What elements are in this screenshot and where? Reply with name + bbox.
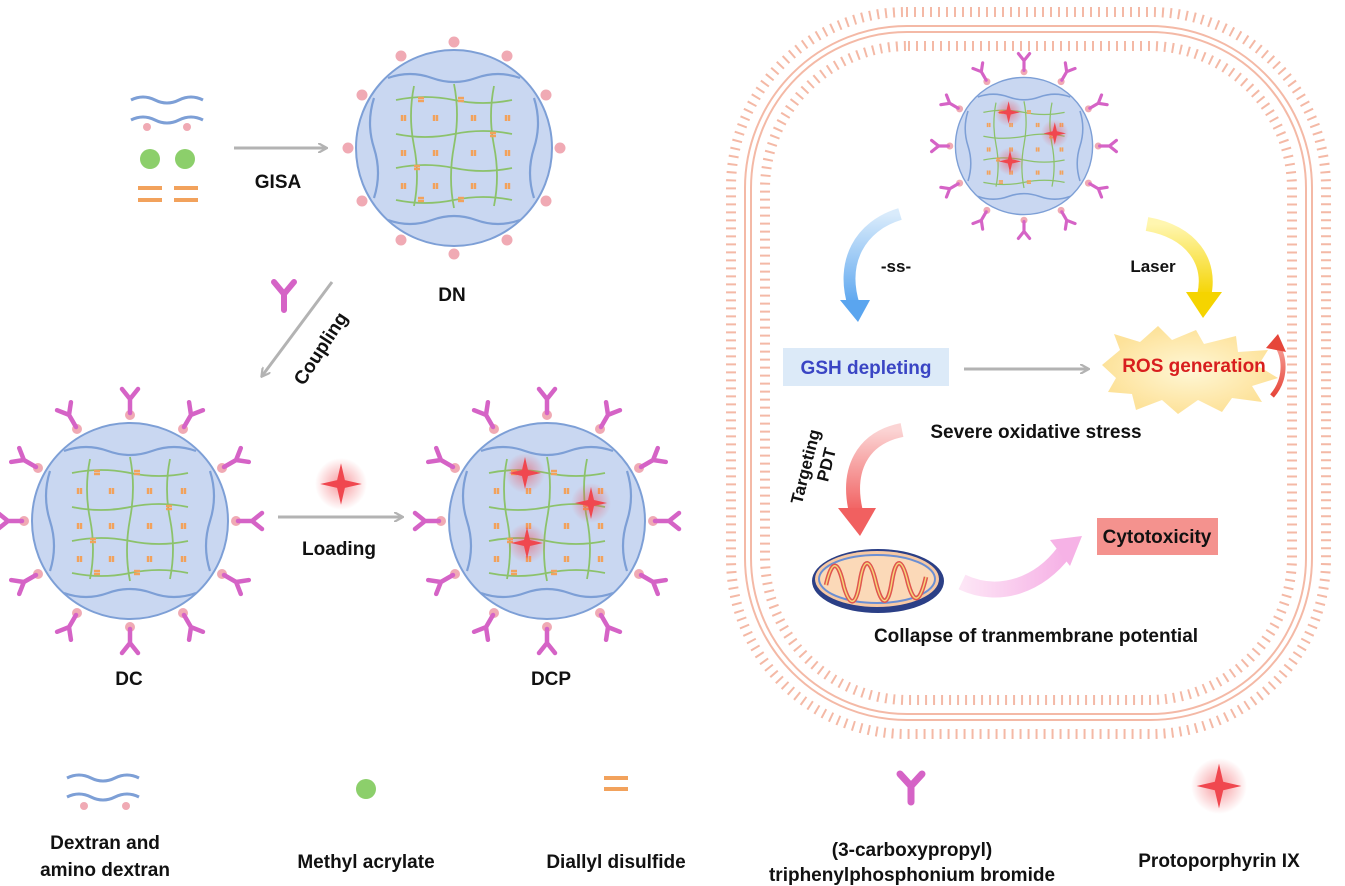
raw-materials [130, 95, 204, 202]
gsh-label: GSH depleting [801, 358, 932, 379]
cytotoxicity-label: Cytotoxicity [1103, 527, 1212, 548]
targeting-arrow [846, 423, 904, 514]
legend-protoporphyrin: Protoporphyrin IX [1138, 851, 1300, 872]
ppix-reagent-icon [315, 458, 367, 510]
dextran-icon [66, 773, 140, 810]
tpp-icon [896, 770, 926, 806]
methyl-acrylate-icon [356, 779, 376, 799]
ros-cycle-arrow [1270, 342, 1286, 398]
legend-methyl-acrylate: Methyl acrylate [297, 852, 434, 873]
gisa-label: GISA [255, 172, 302, 193]
diallyl-disulfide-icon [604, 776, 628, 791]
collapse-label: Collapse of tranmembrane potential [874, 626, 1198, 647]
laser-label: Laser [1130, 257, 1176, 276]
legend-dextran-line2: amino dextran [40, 860, 170, 881]
cytotoxicity-arrow [958, 546, 1071, 598]
ros-burst [1102, 326, 1278, 414]
legend-tpp-line1: (3-carboxypropyl) [832, 840, 992, 861]
dc-particle [0, 389, 262, 653]
dn-particle [342, 36, 566, 260]
cell-dcp-particle [932, 54, 1117, 239]
gsh-box [783, 348, 949, 386]
laser-arrow [1145, 217, 1213, 298]
ss-arrow [843, 208, 902, 308]
stress-label: Severe oxidative stress [930, 422, 1141, 443]
ros-label: ROS generation [1122, 356, 1266, 377]
legend: Dextran and amino dextran Methyl acrylat… [40, 758, 1300, 886]
legend-tpp-line2: triphenylphosphonium bromide [769, 865, 1055, 886]
dcp-label: DCP [531, 669, 571, 690]
protoporphyrin-icon [1191, 758, 1247, 814]
ss-label: -ss- [881, 257, 911, 276]
legend-diallyl-disulfide: Diallyl disulfide [546, 852, 685, 873]
coupling-arrow [262, 281, 334, 376]
cytotoxicity-box [1097, 518, 1218, 555]
coupling-label: Coupling [290, 309, 352, 389]
dcp-particle [415, 389, 679, 653]
dc-label: DC [115, 669, 143, 690]
legend-dextran-line1: Dextran and [50, 833, 160, 854]
cell-membrane [726, 7, 1331, 739]
dn-label: DN [438, 285, 465, 306]
tpp-reagent-icon [271, 279, 297, 313]
loading-label: Loading [302, 539, 376, 560]
mitochondrion-icon [812, 549, 944, 613]
